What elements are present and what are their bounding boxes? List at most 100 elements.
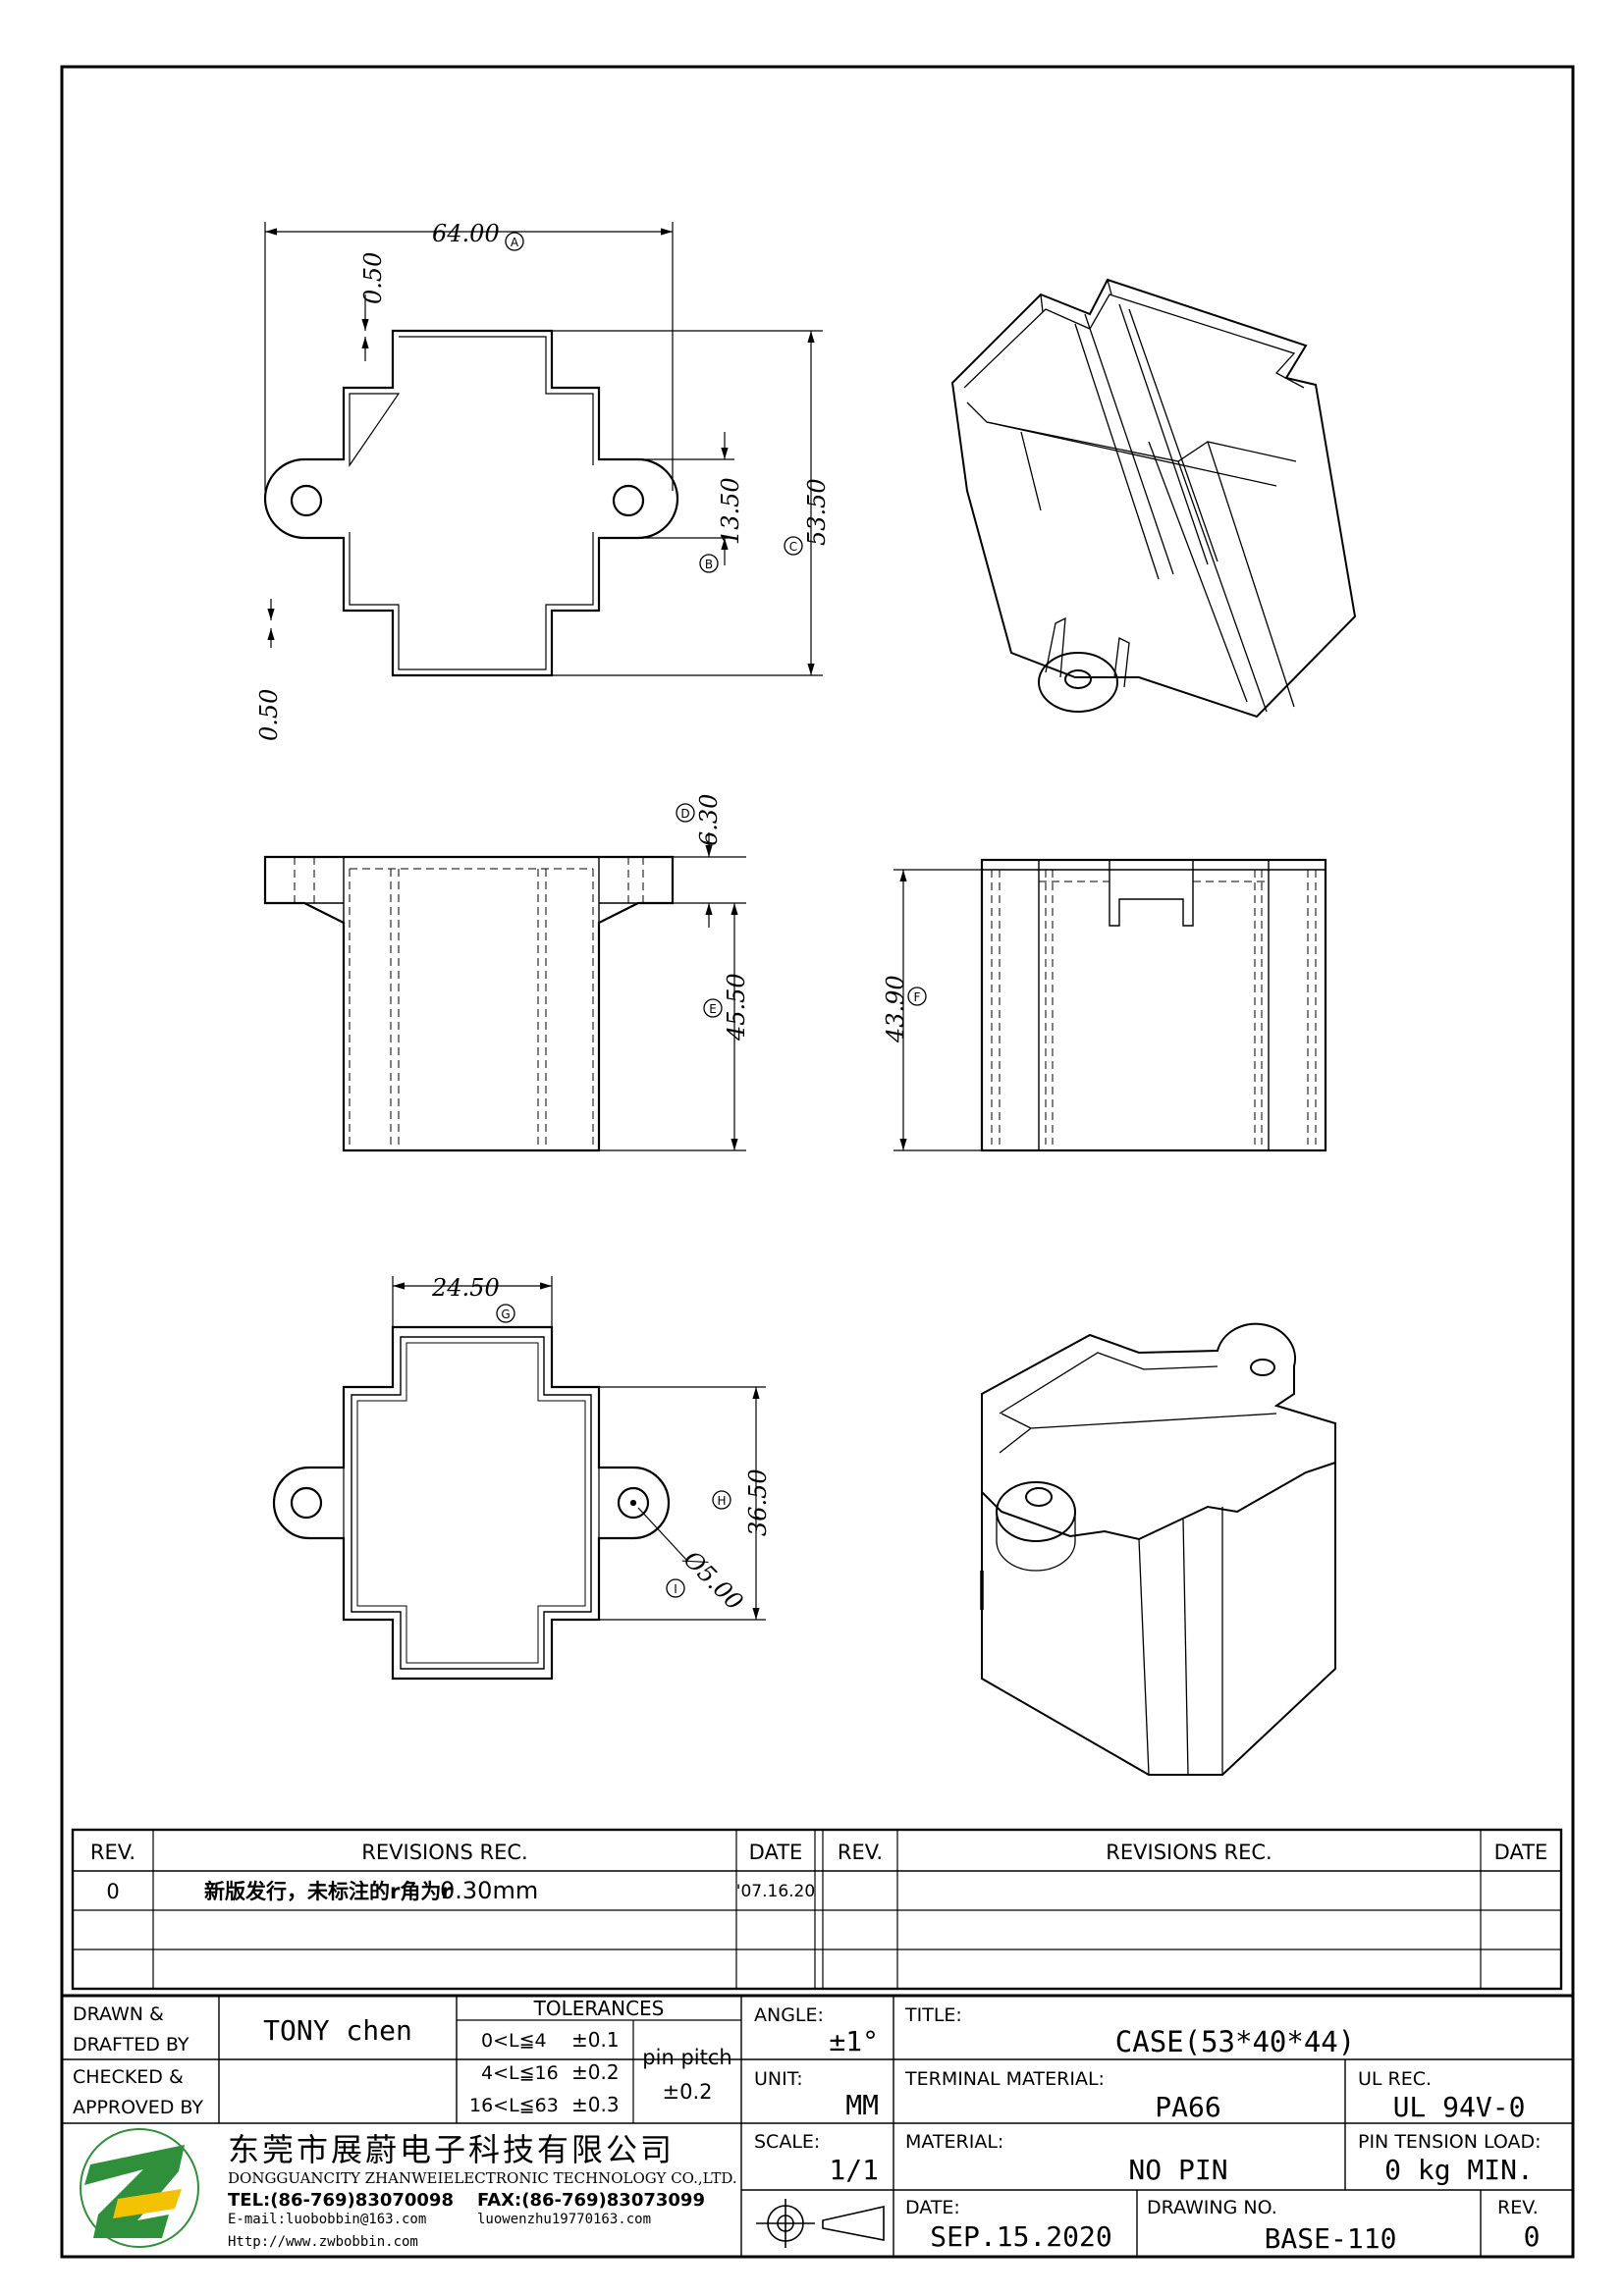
rev-label: REV. bbox=[1497, 2197, 1539, 2218]
bottom-view bbox=[272, 1325, 671, 1681]
dim-bottom-height: 36.50 bbox=[744, 1468, 772, 1536]
dim-ref-a: A bbox=[511, 236, 519, 249]
iso-top-ear bbox=[1038, 652, 1118, 713]
material-value: NO PIN bbox=[1128, 2154, 1227, 2186]
rev-header-date-left: DATE bbox=[749, 1841, 803, 1864]
title-value: CASE(53*40*44) bbox=[1115, 2025, 1355, 2058]
company-web: Http://www.zwbobbin.com bbox=[228, 2234, 418, 2250]
date-value: SEP.15.2020 bbox=[930, 2220, 1111, 2253]
company-tel: TEL:(86-769)83070098 bbox=[228, 2190, 454, 2211]
rev-header-rec-right: REVISIONS REC. bbox=[1106, 1841, 1272, 1864]
bottom-view-hole-right bbox=[617, 1486, 650, 1520]
dim-ref-b: B bbox=[705, 558, 713, 571]
title-block-grid bbox=[62, 1994, 1573, 2257]
company-name-cn: 东莞市展蔚电子科技有限公司 bbox=[228, 2131, 675, 2168]
terminal-material-value: PA66 bbox=[1155, 2091, 1220, 2123]
company-email-2: luowenzhu19770163.com bbox=[477, 2212, 651, 2227]
company-email: E-mail:luobobbin@163.com bbox=[228, 2212, 426, 2227]
side-view bbox=[980, 858, 1327, 1152]
dim-top-width: 64.00 bbox=[432, 220, 500, 247]
company-logo bbox=[80, 2128, 199, 2248]
label-checked-1: CHECKED & bbox=[73, 2066, 184, 2088]
tol-row-1-range: 4<L≦16 bbox=[481, 2062, 559, 2084]
dim-side-height: 43.90 bbox=[882, 975, 909, 1043]
label-checked-2: APPROVED BY bbox=[73, 2097, 203, 2118]
rev-row-0-rec-val: 0.30mm bbox=[440, 1877, 538, 1904]
rev-header-rev-left: REV. bbox=[90, 1841, 135, 1864]
ul-rec-label: UL REC. bbox=[1358, 2068, 1432, 2090]
pin-tension-label: PIN TENSION LOAD: bbox=[1358, 2131, 1542, 2153]
dim-ref-d: D bbox=[680, 807, 689, 821]
company-fax: FAX:(86-769)83073099 bbox=[477, 2190, 705, 2211]
top-view-inner bbox=[349, 336, 594, 670]
rev-row-0-rec-cn: 新版发行，未标注的r角为r bbox=[204, 1880, 452, 1903]
sheet-border bbox=[60, 65, 1575, 2259]
tol-row-1-tol: ±0.2 bbox=[571, 2060, 620, 2084]
scale-label: SCALE: bbox=[754, 2131, 820, 2153]
rev-header-rec-left: REVISIONS REC. bbox=[361, 1841, 527, 1864]
unit-label: UNIT: bbox=[754, 2068, 803, 2090]
rev-header-rev-right: REV. bbox=[838, 1841, 883, 1864]
dim-ref-i: I bbox=[674, 1582, 677, 1596]
top-view-hole-left bbox=[290, 484, 323, 517]
dim-ref-e: E bbox=[709, 1002, 717, 1016]
ul-rec-value: UL 94V-0 bbox=[1393, 2091, 1526, 2123]
side-view-dims bbox=[893, 869, 982, 1151]
iso-bottom-ear-side bbox=[996, 1481, 1076, 1542]
unit-value: MM bbox=[845, 2089, 879, 2121]
company-name-en: DONGGUANCITY ZHANWEIELECTRONIC TECHNOLOG… bbox=[228, 2169, 737, 2187]
revision-table bbox=[71, 1828, 1563, 1991]
dim-top-gap-upper: 0.50 bbox=[359, 252, 387, 304]
dim-top-gap-lower: 0.50 bbox=[255, 689, 283, 741]
label-drawn-2: DRAFTED BY bbox=[73, 2034, 189, 2056]
top-view bbox=[263, 329, 679, 677]
dim-ref-h: H bbox=[717, 1494, 726, 1508]
iso-top-hole bbox=[1064, 669, 1092, 689]
tolerances-label: TOLERANCES bbox=[533, 1997, 665, 2020]
date-label: DATE: bbox=[905, 2197, 960, 2218]
pin-pitch-tol: ±0.2 bbox=[663, 2080, 713, 2104]
rev-row-0-rev: 0 bbox=[106, 1880, 119, 1903]
tol-row-0-range: 0<L≦4 bbox=[481, 2030, 547, 2052]
top-view-outline bbox=[263, 329, 679, 677]
projection-symbol-icon bbox=[756, 2199, 885, 2248]
tol-row-0-tol: ±0.1 bbox=[571, 2028, 620, 2052]
dim-bottom-width: 24.50 bbox=[431, 1274, 500, 1302]
dim-front-height: 45.50 bbox=[723, 973, 750, 1041]
iso-view-top bbox=[950, 278, 1357, 719]
front-view-dims bbox=[599, 832, 746, 1151]
bottom-view-dims bbox=[392, 1276, 766, 1621]
rev-header-date-right: DATE bbox=[1494, 1841, 1548, 1864]
iso-bottom-ear-top bbox=[1250, 1359, 1275, 1376]
dim-flange: 6.30 bbox=[695, 794, 723, 846]
angle-value: ±1° bbox=[829, 2025, 879, 2057]
tol-row-2-tol: ±0.3 bbox=[571, 2093, 620, 2116]
rev-row-0-date: '07.16.20 bbox=[736, 1882, 815, 1901]
dim-ref-c: C bbox=[789, 540, 797, 554]
tol-row-2-range: 16<L≦63 bbox=[469, 2095, 559, 2116]
bottom-view-hole-left bbox=[290, 1486, 323, 1520]
title-label: TITLE: bbox=[904, 2004, 962, 2026]
drawing-no-value: BASE-110 bbox=[1265, 2222, 1397, 2255]
scale-value: 1/1 bbox=[829, 2154, 879, 2186]
drawn-by-value: TONY chen bbox=[263, 2014, 412, 2047]
pin-pitch-label: pin pitch bbox=[642, 2046, 731, 2069]
rev-value: 0 bbox=[1524, 2220, 1541, 2253]
label-drawn-1: DRAWN & bbox=[73, 2003, 164, 2025]
top-view-dims bbox=[264, 222, 823, 676]
dim-hole-dia: Ø5.00 bbox=[677, 1545, 748, 1616]
top-view-hole-right bbox=[612, 484, 645, 517]
drawing-no-label: DRAWING NO. bbox=[1147, 2197, 1277, 2218]
iso-view-bottom bbox=[980, 1322, 1336, 1776]
iso-bottom-hole-side bbox=[1025, 1487, 1053, 1507]
dim-ref-g: G bbox=[501, 1308, 510, 1321]
terminal-material-label: TERMINAL MATERIAL: bbox=[904, 2068, 1105, 2090]
dim-ref-f: F bbox=[914, 990, 921, 1004]
dim-overall-height: 53.50 bbox=[803, 478, 831, 546]
dim-ear-height: 13.50 bbox=[717, 477, 744, 545]
angle-label: ANGLE: bbox=[754, 2004, 824, 2026]
front-view bbox=[263, 855, 675, 1152]
pin-tension-value: 0 kg MIN. bbox=[1384, 2154, 1534, 2186]
material-label: MATERIAL: bbox=[905, 2131, 1003, 2153]
